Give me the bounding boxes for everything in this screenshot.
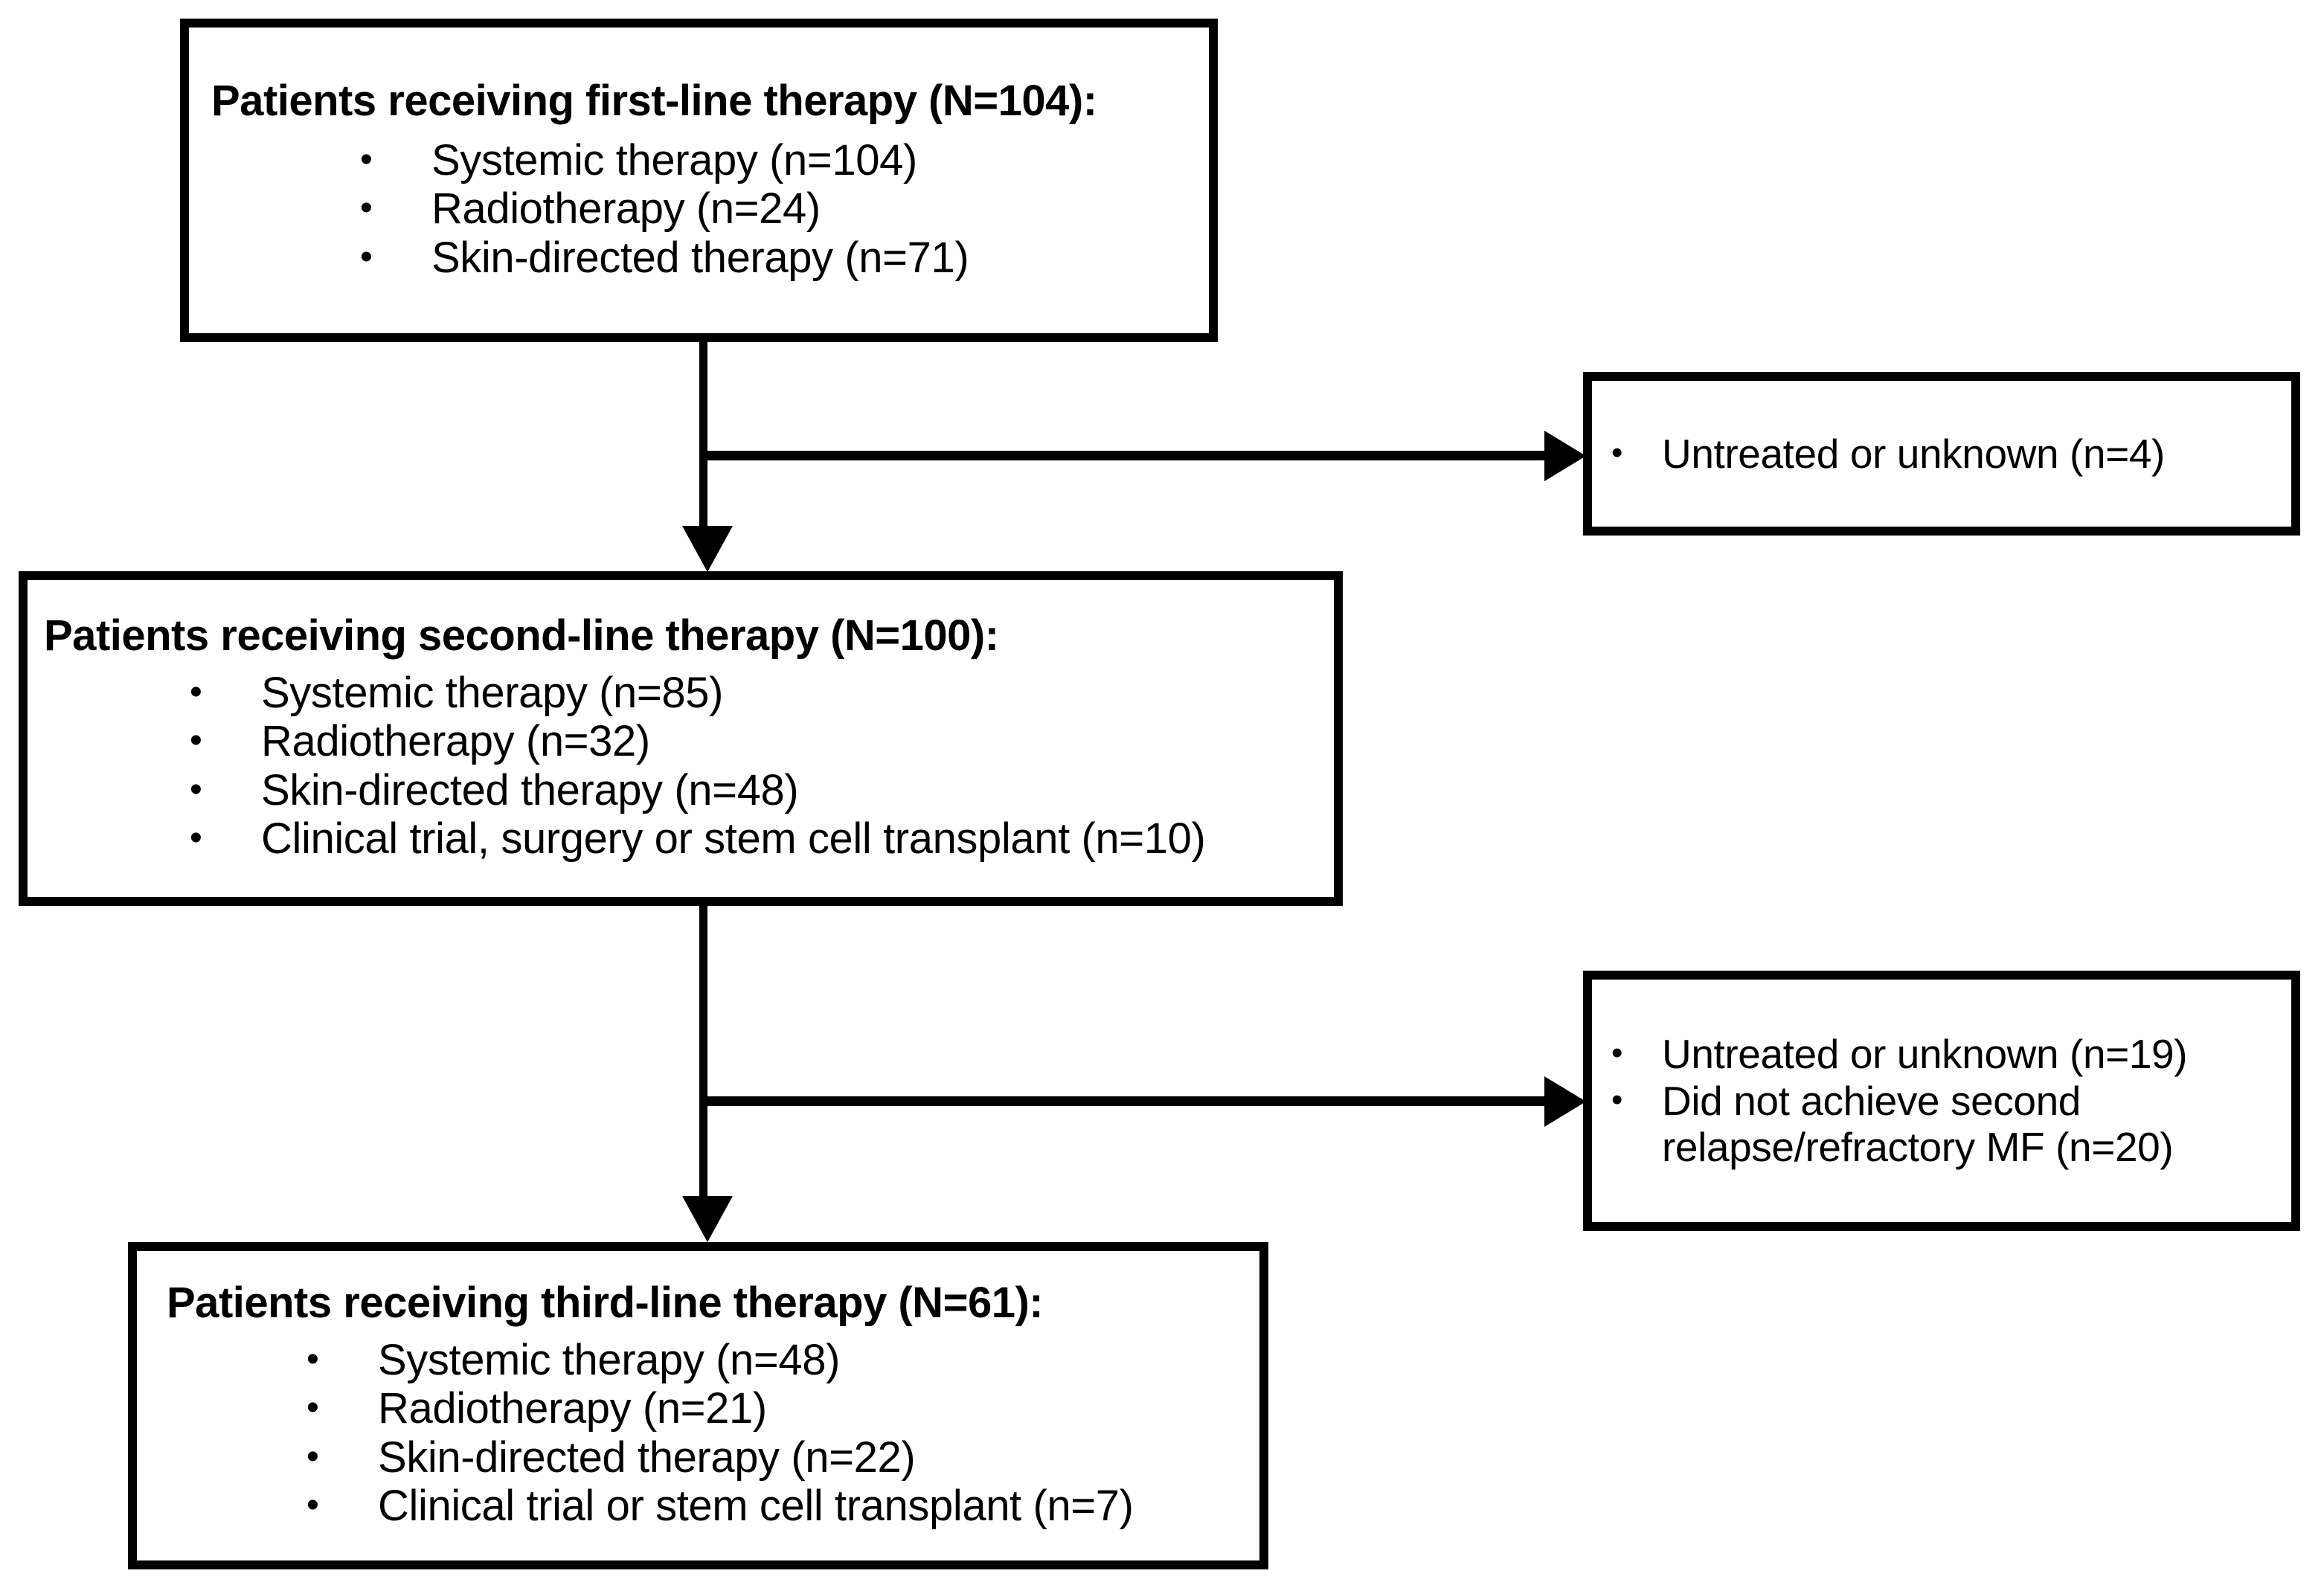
node-second-line-bullets: • Systemic therapy (n=85) • Radiotherapy…: [44, 669, 1334, 864]
bullet-icon: •: [360, 139, 373, 179]
node-second-line-therapy: Patients receiving second-line therapy (…: [19, 571, 1343, 906]
bullet-icon: •: [360, 237, 373, 277]
list-item-label: Clinical trial, surgery or stem cell tra…: [261, 814, 1206, 864]
list-item: • Clinical trial or stem cell transplant…: [306, 1482, 1259, 1531]
arrow-down-icon: [682, 1196, 733, 1242]
bullet-icon: •: [190, 672, 202, 712]
bullet-icon: •: [360, 188, 373, 228]
node-first-line-heading: Patients receiving first-line therapy (N…: [211, 76, 1097, 125]
arrow-down-icon: [682, 526, 733, 572]
list-item: • Skin-directed therapy (n=48): [190, 766, 1334, 815]
node-second-line-heading: Patients receiving second-line therapy (…: [44, 611, 999, 660]
list-item: • Untreated or unknown (n=19): [1611, 1031, 2281, 1078]
node-excluded-after-second-line: • Untreated or unknown (n=19) • Did not …: [1583, 971, 2300, 1231]
excluded-after-first-bullets: • Untreated or unknown (n=4): [1611, 431, 2278, 478]
node-first-line-therapy: Patients receiving first-line therapy (N…: [180, 19, 1218, 342]
list-item-label: Skin-directed therapy (n=22): [378, 1433, 916, 1482]
node-third-line-heading: Patients receiving third-line therapy (N…: [167, 1279, 1044, 1328]
list-item: • Skin-directed therapy (n=71): [360, 234, 1209, 283]
arrow-right-icon: [1544, 431, 1586, 481]
list-item: • Did not achieve second relapse/refract…: [1611, 1078, 2281, 1171]
node-third-line-bullets: • Systemic therapy (n=48) • Radiotherapy…: [167, 1336, 1259, 1531]
list-item: • Radiotherapy (n=21): [306, 1384, 1259, 1433]
bullet-icon: •: [306, 1339, 319, 1379]
bullet-icon: •: [306, 1436, 319, 1476]
connector-first-to-excluded-branch: [699, 451, 1547, 460]
node-third-line-therapy: Patients receiving third-line therapy (N…: [128, 1242, 1268, 1569]
bullet-icon: •: [306, 1485, 319, 1526]
list-item-label: Systemic therapy (n=104): [431, 135, 917, 184]
excluded-after-second-bullets: • Untreated or unknown (n=19) • Did not …: [1611, 1031, 2281, 1171]
list-item-label: Untreated or unknown (n=19): [1662, 1030, 2188, 1077]
bullet-icon: •: [190, 769, 202, 809]
list-item: • Skin-directed therapy (n=22): [306, 1433, 1259, 1482]
list-item-label: Skin-directed therapy (n=71): [431, 233, 969, 282]
list-item-label: Untreated or unknown (n=4): [1662, 430, 2165, 477]
bullet-icon: •: [190, 818, 202, 858]
list-item: • Systemic therapy (n=104): [360, 136, 1209, 185]
node-first-line-bullets: • Systemic therapy (n=104) • Radiotherap…: [211, 136, 1209, 283]
list-item: • Clinical trial, surgery or stem cell t…: [190, 814, 1334, 864]
list-item: • Untreated or unknown (n=4): [1611, 431, 2278, 478]
connector-second-to-third-stem: [699, 903, 707, 1202]
list-item-label: Systemic therapy (n=48): [378, 1335, 841, 1384]
list-item: • Radiotherapy (n=24): [360, 184, 1209, 234]
bullet-icon: •: [1611, 1081, 1623, 1118]
list-item-label: Skin-directed therapy (n=48): [261, 765, 799, 814]
list-item: • Systemic therapy (n=85): [190, 669, 1334, 718]
bullet-icon: •: [306, 1388, 319, 1428]
list-item: • Radiotherapy (n=32): [190, 717, 1334, 766]
node-excluded-after-first-line: • Untreated or unknown (n=4): [1583, 372, 2300, 536]
bullet-icon: •: [190, 721, 202, 761]
list-item-label: Radiotherapy (n=32): [261, 717, 650, 766]
list-item-label: Clinical trial or stem cell transplant (…: [378, 1482, 1134, 1531]
list-item-label: Did not achieve second relapse/refractor…: [1662, 1077, 2174, 1171]
list-item-label: Radiotherapy (n=21): [378, 1384, 767, 1433]
bullet-icon: •: [1611, 1034, 1623, 1071]
arrow-right-icon: [1544, 1076, 1586, 1127]
connector-first-to-second-stem: [699, 338, 707, 532]
bullet-icon: •: [1611, 434, 1623, 471]
list-item-label: Systemic therapy (n=85): [261, 668, 724, 717]
list-item-label: Radiotherapy (n=24): [431, 184, 821, 234]
list-item: • Systemic therapy (n=48): [306, 1336, 1259, 1385]
connector-second-to-excluded-branch: [699, 1096, 1547, 1106]
